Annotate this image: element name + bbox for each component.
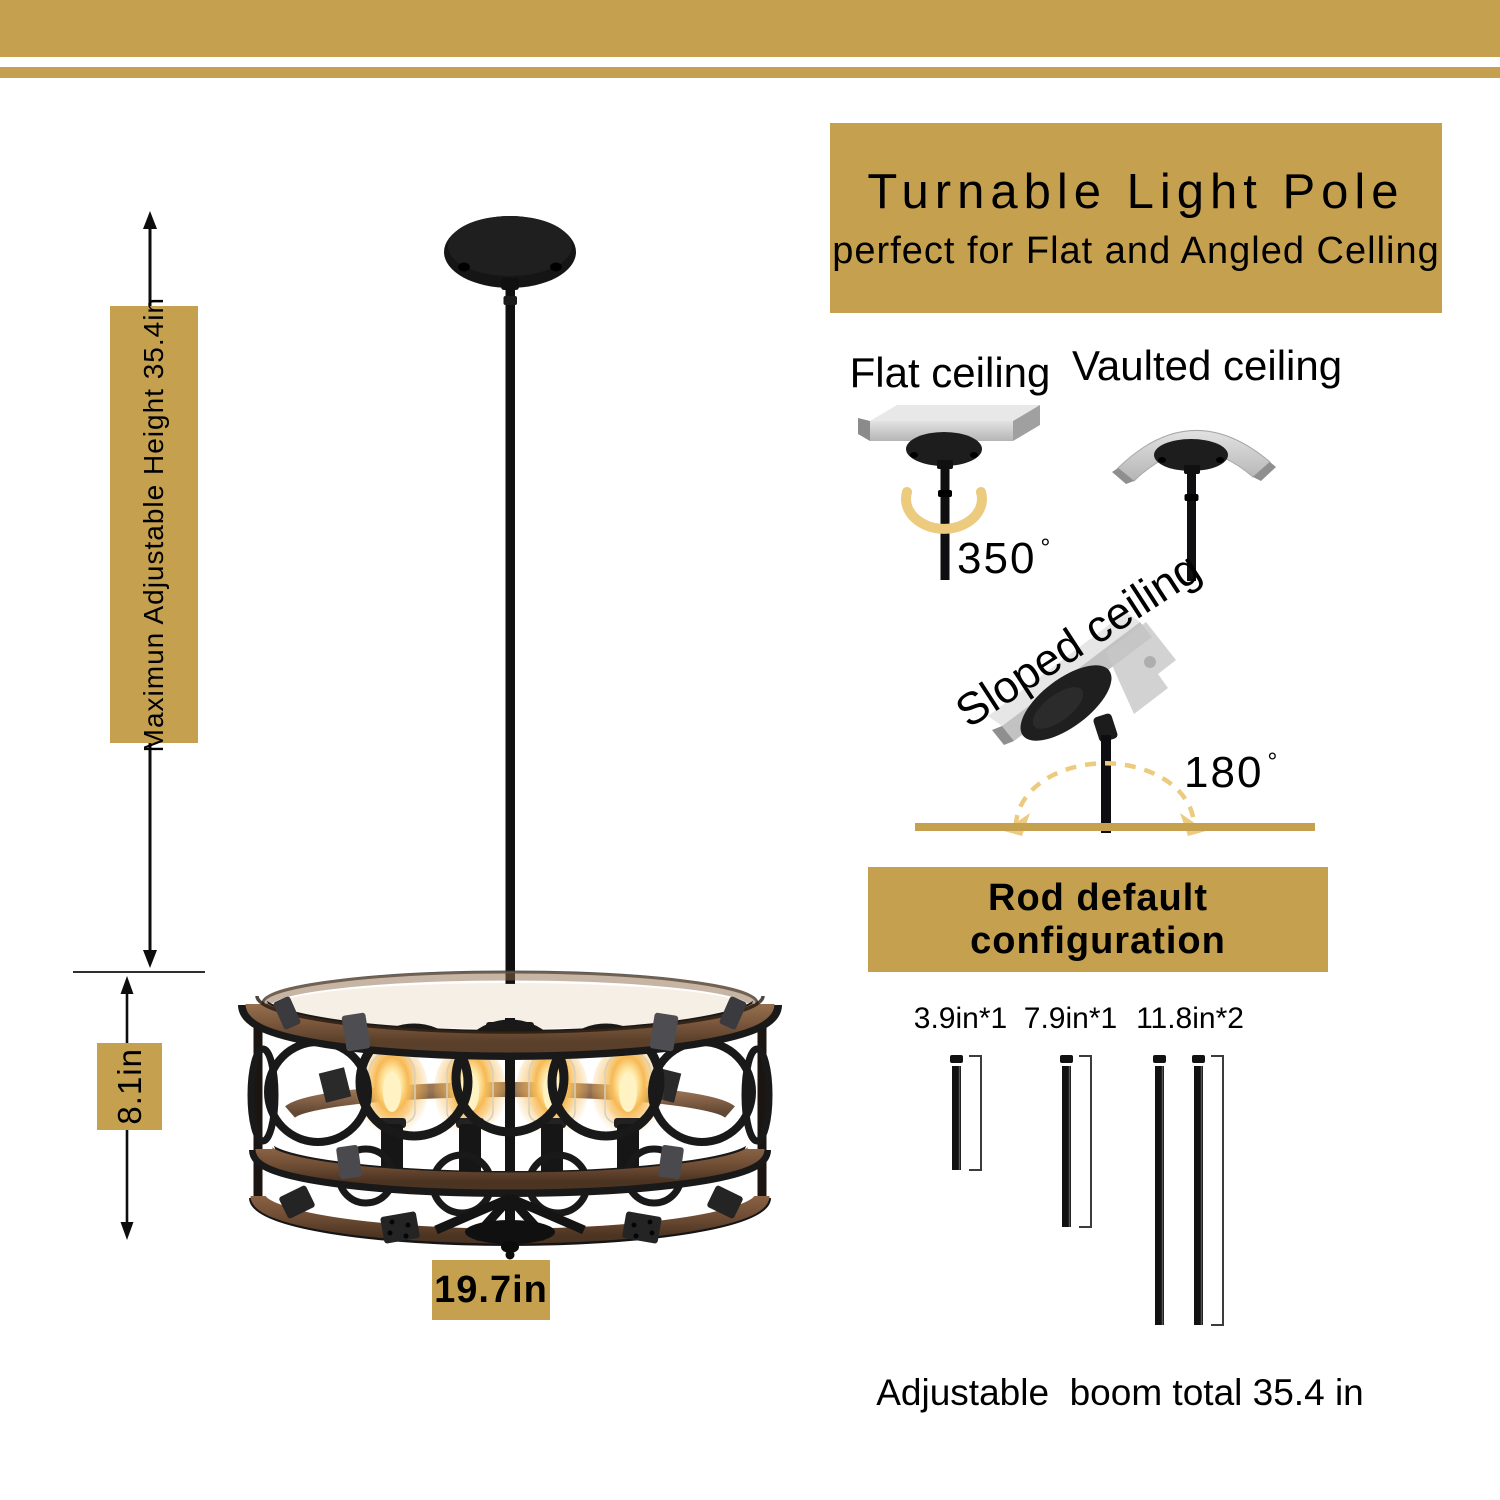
rod-3-9in: [950, 1055, 982, 1171]
max-height-dimension-box: Maximun Adjustable Height 35.4in: [110, 297, 198, 752]
rotation-arc-icon: [901, 487, 987, 534]
floor-line: [915, 823, 1315, 831]
banner-subtitle: perfect for Flat and Angled Celling: [832, 229, 1440, 272]
tilt-angle-label: 180°: [1184, 748, 1279, 798]
dim-height-arrow-top: [143, 211, 157, 306]
bottom-spokes: [434, 1193, 586, 1242]
rod-7-9in: [1060, 1055, 1092, 1228]
adjustable-boom-note: Adjustable boom total 35.4 in: [876, 1372, 1364, 1413]
tilt-arrowhead-left-icon: [1004, 813, 1030, 836]
degree-symbol: °: [1267, 748, 1280, 776]
top-gold-band-thin: [0, 67, 1500, 78]
title-banner: Turnable Light Pole perfect for Flat and…: [830, 123, 1442, 313]
pendant-canopy: [444, 216, 576, 290]
rod-config-title: Rod default configuration: [970, 876, 1226, 962]
width-label: 19.7in: [434, 1268, 548, 1311]
top-gold-band-thick: [0, 0, 1500, 57]
pendant-downrod: [503, 284, 517, 984]
banner-title: Turnable Light Pole: [867, 164, 1405, 219]
tilt-angle-value: 180: [1184, 748, 1264, 797]
rod-set: [950, 1055, 1224, 1326]
bulb: [434, 1044, 506, 1182]
width-dimension-box: 19.7in: [432, 1260, 550, 1320]
tilt-arrowhead-right-icon: [1180, 813, 1206, 836]
cage-rings: [247, 1019, 773, 1217]
bulb: [516, 1044, 588, 1182]
tilt-arc-icon: [1013, 761, 1197, 827]
bulb: [592, 1044, 664, 1182]
vaulted-ceiling-label: Vaulted ceiling: [1072, 342, 1343, 389]
rod-length-label: 3.9in*1: [913, 1002, 1008, 1035]
rotation-angle-label: 350°: [957, 534, 1052, 584]
rod-11-8in-b: [1192, 1055, 1224, 1326]
degree-symbol: °: [1040, 534, 1053, 562]
max-height-label: Maximun Adjustable Height 35.4in: [138, 296, 169, 753]
rivet-plates: [279, 1185, 743, 1244]
bulb: [356, 1044, 428, 1182]
drum-height-dimension-box: 8.1in: [97, 1043, 162, 1130]
pendant-drum: [238, 970, 782, 1260]
rod-length-label: 11.8in*2: [1136, 1002, 1244, 1035]
dim-height-arrow-bottom: [143, 743, 157, 968]
rod-config-banner: Rod default configuration: [868, 867, 1328, 972]
drum-height-label: 8.1in: [110, 1048, 148, 1125]
rod-length-label: 7.9in*1: [1023, 1002, 1118, 1035]
flat-ceiling-label: Flat ceiling: [849, 349, 1051, 396]
rotation-angle-value: 350: [957, 534, 1037, 583]
rod-11-8in-a: [1153, 1055, 1166, 1325]
